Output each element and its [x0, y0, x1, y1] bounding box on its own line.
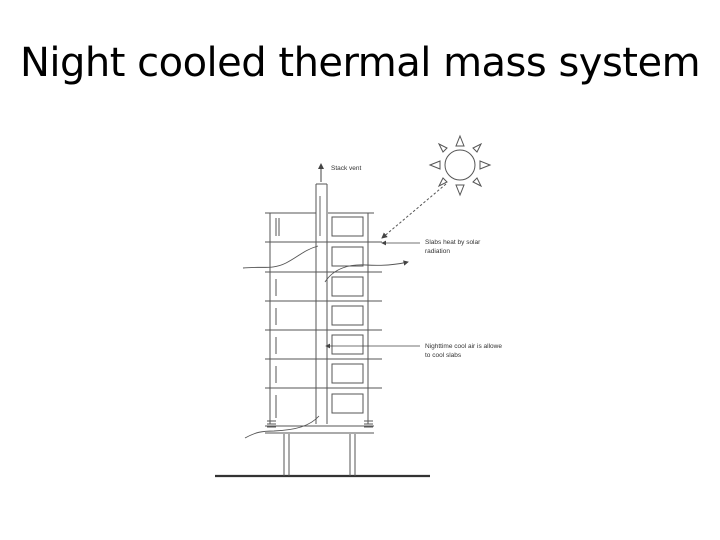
slabs-heat-label-line1: Slabs heat by solar	[425, 239, 481, 246]
base-vent-grilles	[267, 420, 373, 428]
night-air-label-line1: Nighttime cool air is allowe	[425, 343, 502, 350]
building-frame	[265, 183, 382, 434]
room-cells	[331, 216, 364, 414]
stack-vent-label: Stack vent	[331, 165, 362, 172]
solar-radiation-ray	[381, 183, 447, 239]
sun-icon	[428, 134, 492, 197]
airflow-paths	[242, 196, 409, 439]
pilotis-columns	[283, 434, 356, 476]
night-air-label-line2: to cool slabs	[425, 352, 462, 359]
slabs-heat-label-line2: radiation	[425, 248, 450, 255]
slide-title: Night cooled thermal mass system	[19, 40, 701, 86]
